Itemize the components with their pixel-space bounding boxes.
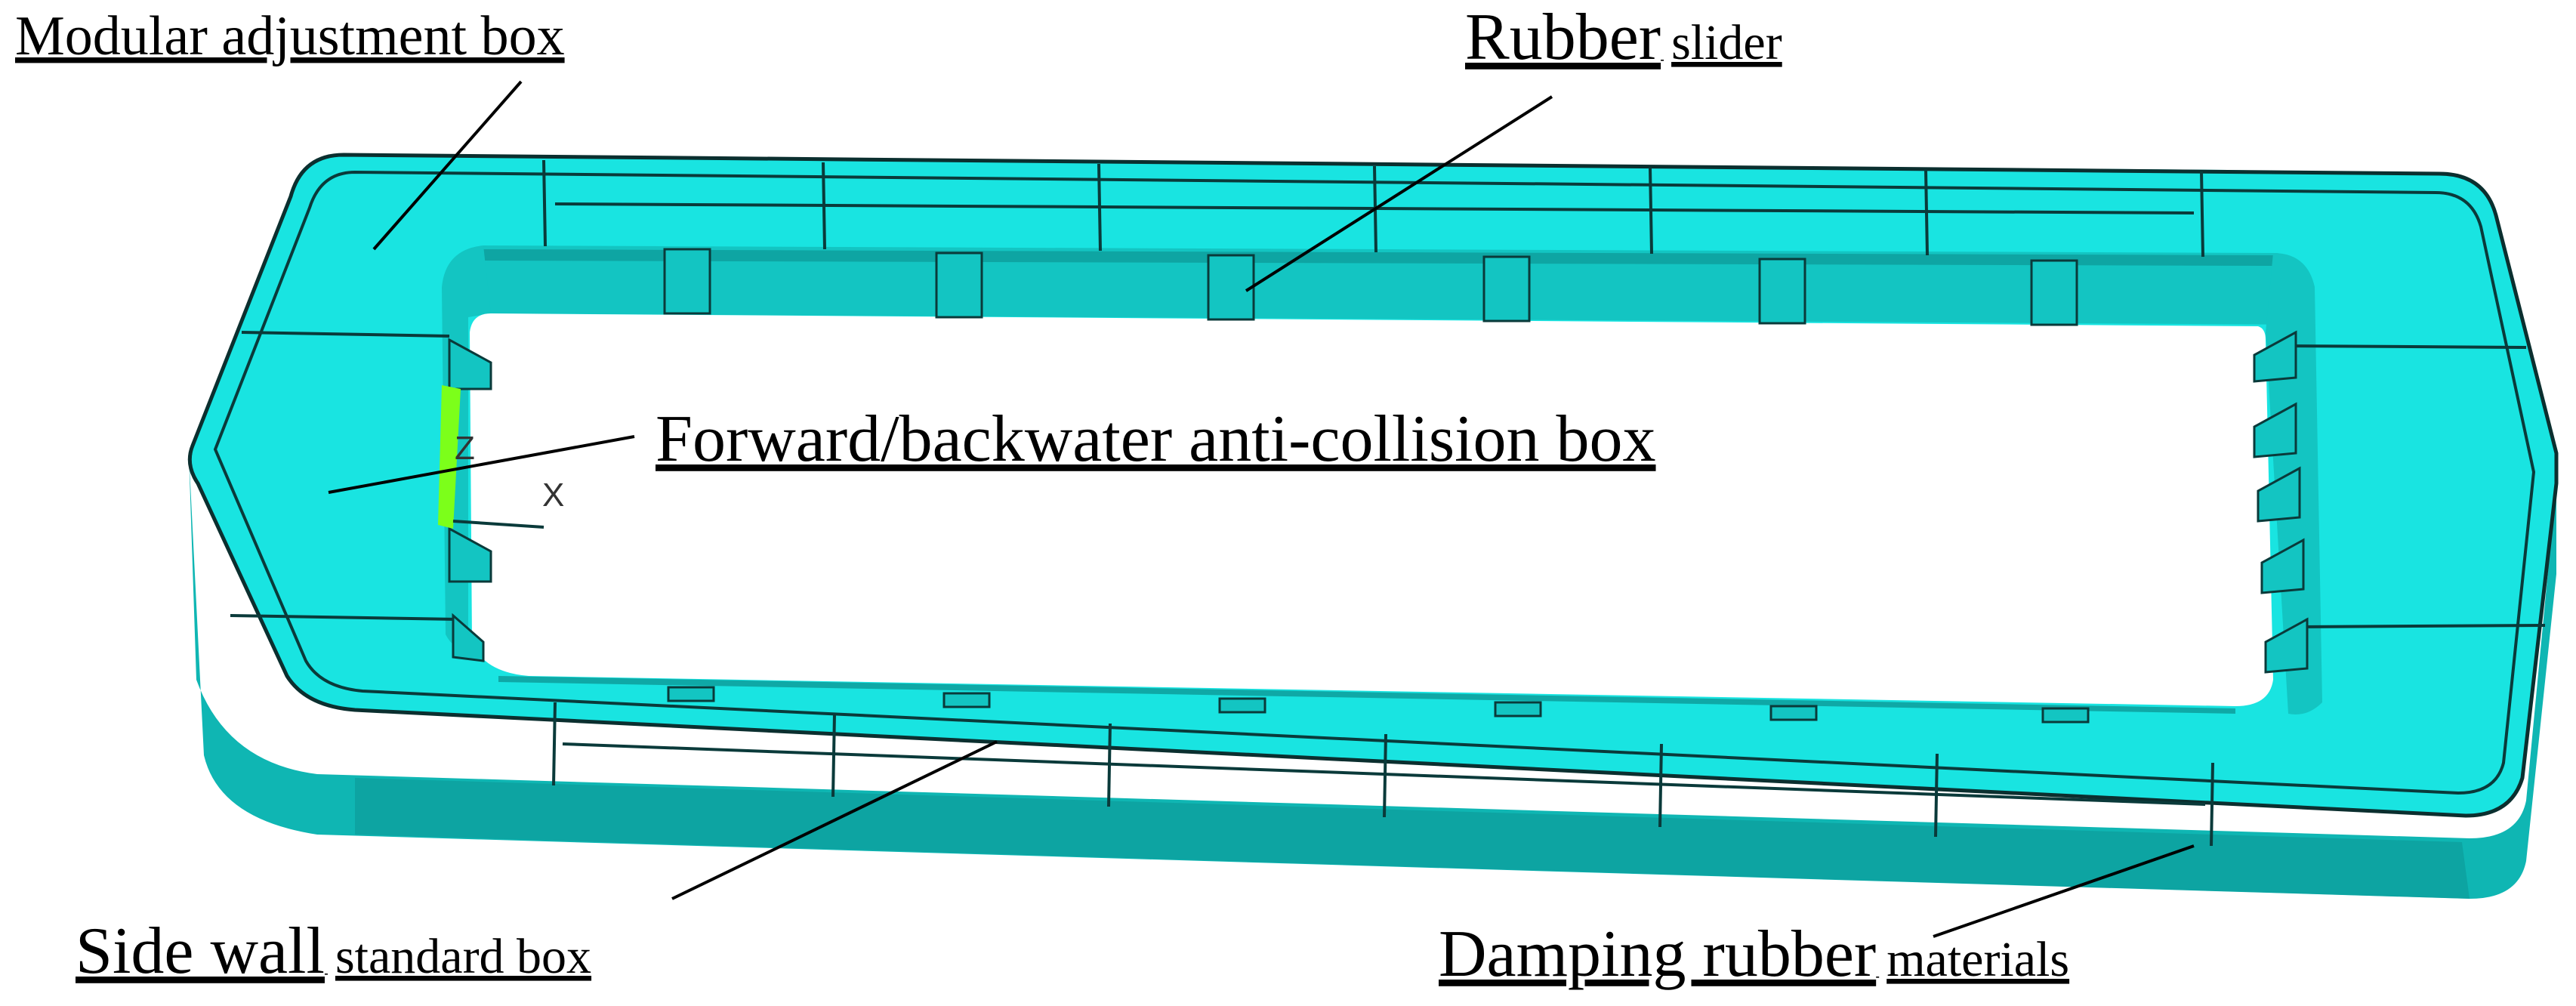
rubber-slider	[2257, 466, 2301, 523]
labels: Modular adjustment box Rubber slider For…	[15, 1, 2069, 991]
rubber-slider	[2253, 330, 2297, 383]
inner-wall-near	[498, 676, 2235, 714]
leader-modular-box	[372, 80, 523, 251]
axis-z-label: Z	[455, 430, 475, 467]
coordinate-triad: X Z	[438, 385, 564, 529]
rubber-slider	[1482, 255, 1531, 322]
rubber-slider	[1207, 254, 1255, 321]
rubber-slider	[448, 526, 492, 583]
rubber-slider	[1494, 701, 1542, 717]
inner-opening	[470, 313, 2273, 706]
leader-lines	[328, 80, 2195, 938]
rubber-slider	[667, 686, 715, 702]
end-sliders	[448, 330, 2309, 674]
rubber-slider	[448, 338, 492, 390]
rubber-slider	[1218, 697, 1266, 714]
label-damping-rubber-materials: Damping rubber materials	[1439, 918, 2069, 991]
damping-rubber-bottom-strip	[355, 778, 2470, 899]
rubber-slider	[2260, 538, 2305, 594]
end-box-seams	[230, 331, 2546, 628]
label-modular-adjustment-box: Modular adjustment box	[15, 5, 565, 67]
near-row-module-seams	[552, 702, 2214, 847]
rubber-slider	[942, 692, 991, 708]
rubber-slider	[2264, 617, 2309, 674]
rubber-slider	[2253, 402, 2297, 458]
rubber-sliders-near	[667, 686, 2090, 724]
label-forward-backwater-box: Forward/backwater anti-collision box	[656, 403, 1656, 476]
anti-collision-ring-model: X Z	[187, 153, 2559, 899]
inner-wall-far-dark	[483, 249, 2273, 266]
axis-x-label: X	[542, 477, 564, 514]
label-rubber-slider: Rubber slider	[1465, 1, 1782, 74]
damping-rubber-side-face	[189, 453, 2556, 899]
rubber-slider	[1758, 258, 1806, 325]
label-side-wall-standard-box: Side wall standard box	[76, 915, 591, 988]
leader-side-wall	[671, 740, 998, 900]
triad-green-marker	[438, 385, 461, 529]
frame-rim-line	[187, 153, 2559, 818]
rubber-sliders-far	[663, 248, 2078, 326]
frame-inner-rim-line	[213, 170, 2536, 795]
rubber-slider	[935, 252, 983, 319]
rubber-slider	[2030, 259, 2078, 326]
rubber-slider	[452, 613, 485, 662]
rubber-slider	[663, 248, 711, 315]
rubber-slider	[2041, 707, 2090, 724]
leader-damping	[1933, 844, 2195, 938]
leader-forward-box	[328, 435, 635, 494]
rubber-slider	[1769, 705, 1818, 721]
leader-rubber-slider	[1245, 95, 1553, 292]
